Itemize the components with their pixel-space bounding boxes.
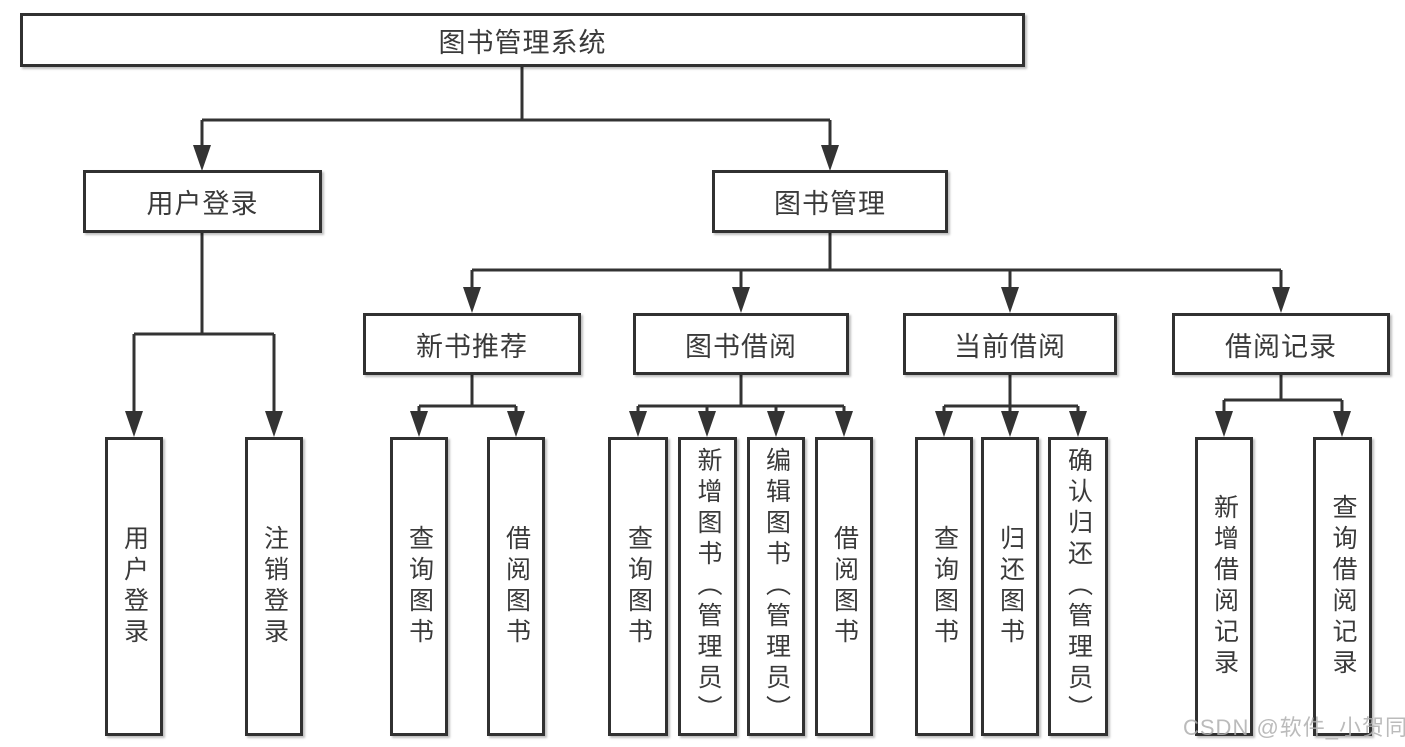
arrowhead xyxy=(125,411,143,437)
node-current-borrowing: 当前借阅 xyxy=(903,313,1117,375)
node-current-query-books: 查询图书 xyxy=(915,437,973,736)
arrowhead xyxy=(265,411,283,437)
node-return-books: 归还图书 xyxy=(981,437,1039,736)
arrowhead xyxy=(1001,287,1019,313)
node-logout-leaf: 注销登录 xyxy=(245,437,303,736)
wire-borrowing-records-children xyxy=(1215,375,1351,437)
arrowhead xyxy=(193,145,211,171)
wire-book-borrowing-children xyxy=(629,375,853,437)
arrowhead xyxy=(732,287,750,313)
node-add-books-admin: 新增图书（管理员） xyxy=(678,437,737,736)
arrowhead xyxy=(463,287,481,313)
wire-book-management-modules xyxy=(463,233,1290,313)
arrowhead xyxy=(1272,287,1290,313)
arrowhead xyxy=(835,411,853,437)
arrowhead xyxy=(767,411,785,437)
node-borrow-query-books: 查询图书 xyxy=(608,437,668,736)
node-borrowing-records: 借阅记录 xyxy=(1172,313,1390,375)
node-library-management-system: 图书管理系统 xyxy=(20,13,1025,67)
node-user-login: 用户登录 xyxy=(83,170,322,233)
node-user-login-leaf: 用户登录 xyxy=(105,437,163,736)
wire-root-to-level2 xyxy=(193,67,839,171)
node-new-book-recommendation: 新书推荐 xyxy=(363,313,581,375)
arrowhead xyxy=(410,411,428,437)
arrowhead xyxy=(1069,411,1087,437)
wire-current-borrowing-children xyxy=(935,375,1087,437)
node-borrow-borrow-books: 借阅图书 xyxy=(815,437,873,736)
arrowhead xyxy=(1215,411,1233,437)
node-add-borrow-record: 新增借阅记录 xyxy=(1195,437,1253,736)
node-query-borrow-record: 查询借阅记录 xyxy=(1313,437,1372,736)
node-book-borrowing: 图书借阅 xyxy=(633,313,849,375)
node-confirm-return-admin: 确认归还（管理员） xyxy=(1048,437,1108,736)
arrowhead xyxy=(935,411,953,437)
arrowhead xyxy=(1333,411,1351,437)
node-rec-query-books: 查询图书 xyxy=(390,437,448,736)
arrowhead xyxy=(698,411,716,437)
node-edit-books-admin: 编辑图书（管理员） xyxy=(747,437,805,736)
arrowhead xyxy=(821,145,839,171)
wire-user-login-children xyxy=(125,233,283,437)
node-book-management: 图书管理 xyxy=(712,170,948,233)
arrowhead xyxy=(507,411,525,437)
wire-new-book-recommendation-children xyxy=(410,375,525,437)
arrowhead xyxy=(1001,411,1019,437)
node-rec-borrow-books: 借阅图书 xyxy=(487,437,545,736)
watermark: CSDN @软件_小贺同学 xyxy=(1183,715,1405,740)
arrowhead xyxy=(629,411,647,437)
